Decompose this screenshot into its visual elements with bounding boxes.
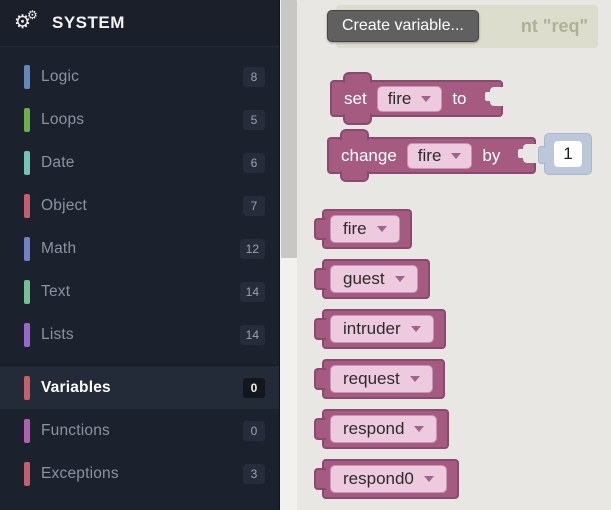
category-count-badge: 14 <box>239 281 265 302</box>
sidebar-item-date[interactable]: Date 6 <box>0 141 279 184</box>
variable-dropdown[interactable]: fire <box>330 215 400 243</box>
chevron-down-icon <box>421 95 432 102</box>
category-color-bar <box>24 236 30 261</box>
category-count-badge: 3 <box>243 463 265 484</box>
category-count-badge: 0 <box>243 420 265 441</box>
set-variable-block[interactable]: set fire to <box>330 72 503 125</box>
sidebar-separator <box>0 356 279 366</box>
category-color-bar <box>24 193 30 218</box>
variable-block-fire[interactable]: fire <box>322 209 412 249</box>
blocks-flyout: nt "req" Create variable... set fire to … <box>297 0 611 510</box>
block-bottom-tab <box>340 171 369 182</box>
chevron-down-icon <box>410 326 421 332</box>
set-block-label-end: to <box>452 88 467 108</box>
category-count-badge: 7 <box>243 195 265 216</box>
chevron-down-icon <box>394 276 405 282</box>
variable-dropdown[interactable]: intruder <box>330 315 434 343</box>
chevron-down-icon <box>376 226 387 232</box>
variable-dropdown[interactable]: fire <box>406 142 473 169</box>
variable-block-guest[interactable]: guest <box>322 259 430 299</box>
sidebar-item-label: Functions <box>41 421 110 439</box>
category-color-bar <box>24 107 30 132</box>
number-field[interactable]: 1 <box>554 141 582 167</box>
variable-block-intruder[interactable]: intruder <box>322 309 446 349</box>
chevron-down-icon <box>451 152 462 159</box>
sidebar-item-lists[interactable]: Lists 14 <box>0 313 279 356</box>
chevron-down-icon <box>409 376 420 382</box>
value-input-socket <box>484 87 503 106</box>
create-variable-button[interactable]: Create variable... <box>327 10 479 42</box>
variable-dropdown[interactable]: guest <box>330 265 418 293</box>
category-color-bar <box>24 64 30 89</box>
sidebar-item-label: Loops <box>41 110 85 128</box>
sidebar-item-label: Lists <box>41 325 74 343</box>
sidebar-item-text[interactable]: Text 14 <box>0 270 279 313</box>
sidebar-item-variables[interactable]: Variables 0 <box>0 366 279 409</box>
scrollbar-thumb[interactable] <box>281 0 297 258</box>
category-color-bar <box>24 279 30 304</box>
variable-dropdown[interactable]: respond <box>330 415 438 443</box>
sidebar-item-label: Math <box>41 239 77 257</box>
variable-dropdown[interactable]: respond0 <box>330 465 447 493</box>
chevron-down-icon <box>414 426 425 432</box>
category-count-badge: 0 <box>243 377 265 398</box>
sidebar-item-label: Date <box>41 153 75 171</box>
sidebar-scrollbar[interactable] <box>279 0 298 510</box>
block-top-notch <box>343 72 372 83</box>
value-input-socket <box>518 144 537 163</box>
category-color-bar <box>24 461 30 486</box>
chevron-down-icon <box>423 476 434 482</box>
block-top-notch <box>340 129 369 140</box>
toolbox-sidebar: ⚙ ⚙ SYSTEM Logic 8 Loops 5 Date 6 Object… <box>0 0 279 510</box>
block-bottom-tab <box>343 114 372 125</box>
change-block-label-start: change <box>341 145 397 165</box>
number-shadow-block[interactable]: 1 <box>538 133 592 175</box>
sidebar-item-exceptions[interactable]: Exceptions 3 <box>0 452 279 495</box>
category-color-bar <box>24 418 30 443</box>
change-block-label-end: by <box>482 145 501 165</box>
category-color-bar <box>24 322 30 347</box>
sidebar-title: SYSTEM <box>52 13 125 32</box>
category-count-badge: 12 <box>239 238 265 259</box>
sidebar-item-object[interactable]: Object 7 <box>0 184 279 227</box>
category-color-bar <box>24 375 30 400</box>
variable-dropdown[interactable]: fire <box>376 85 443 112</box>
sidebar-item-label: Object <box>41 196 87 214</box>
sidebar-item-math[interactable]: Math 12 <box>0 227 279 270</box>
set-block-label-start: set <box>344 88 367 108</box>
ghost-block-text: nt "req" <box>520 16 588 36</box>
category-count-badge: 14 <box>239 324 265 345</box>
category-count-badge: 8 <box>243 66 265 87</box>
sidebar-item-list: Logic 8 Loops 5 Date 6 Object 7 Math 12 … <box>0 47 279 495</box>
sidebar-item-label: Exceptions <box>41 464 119 482</box>
variable-block-respond[interactable]: respond <box>322 409 450 449</box>
gears-icon: ⚙ ⚙ <box>14 8 38 33</box>
change-variable-block[interactable]: change fire by <box>327 129 537 182</box>
sidebar-item-loops[interactable]: Loops 5 <box>0 98 279 141</box>
sidebar-header: ⚙ ⚙ SYSTEM <box>0 0 279 47</box>
category-count-badge: 6 <box>243 152 265 173</box>
sidebar-item-functions[interactable]: Functions 0 <box>0 409 279 452</box>
sidebar-item-logic[interactable]: Logic 8 <box>0 55 279 98</box>
variable-dropdown[interactable]: request <box>330 365 433 393</box>
variable-block-request[interactable]: request <box>322 359 445 399</box>
category-count-badge: 5 <box>243 109 265 130</box>
variable-block-respond0[interactable]: respond0 <box>322 459 459 499</box>
sidebar-item-label: Variables <box>41 378 111 396</box>
category-color-bar <box>24 150 30 175</box>
sidebar-item-label: Text <box>41 282 71 300</box>
sidebar-item-label: Logic <box>41 67 80 85</box>
